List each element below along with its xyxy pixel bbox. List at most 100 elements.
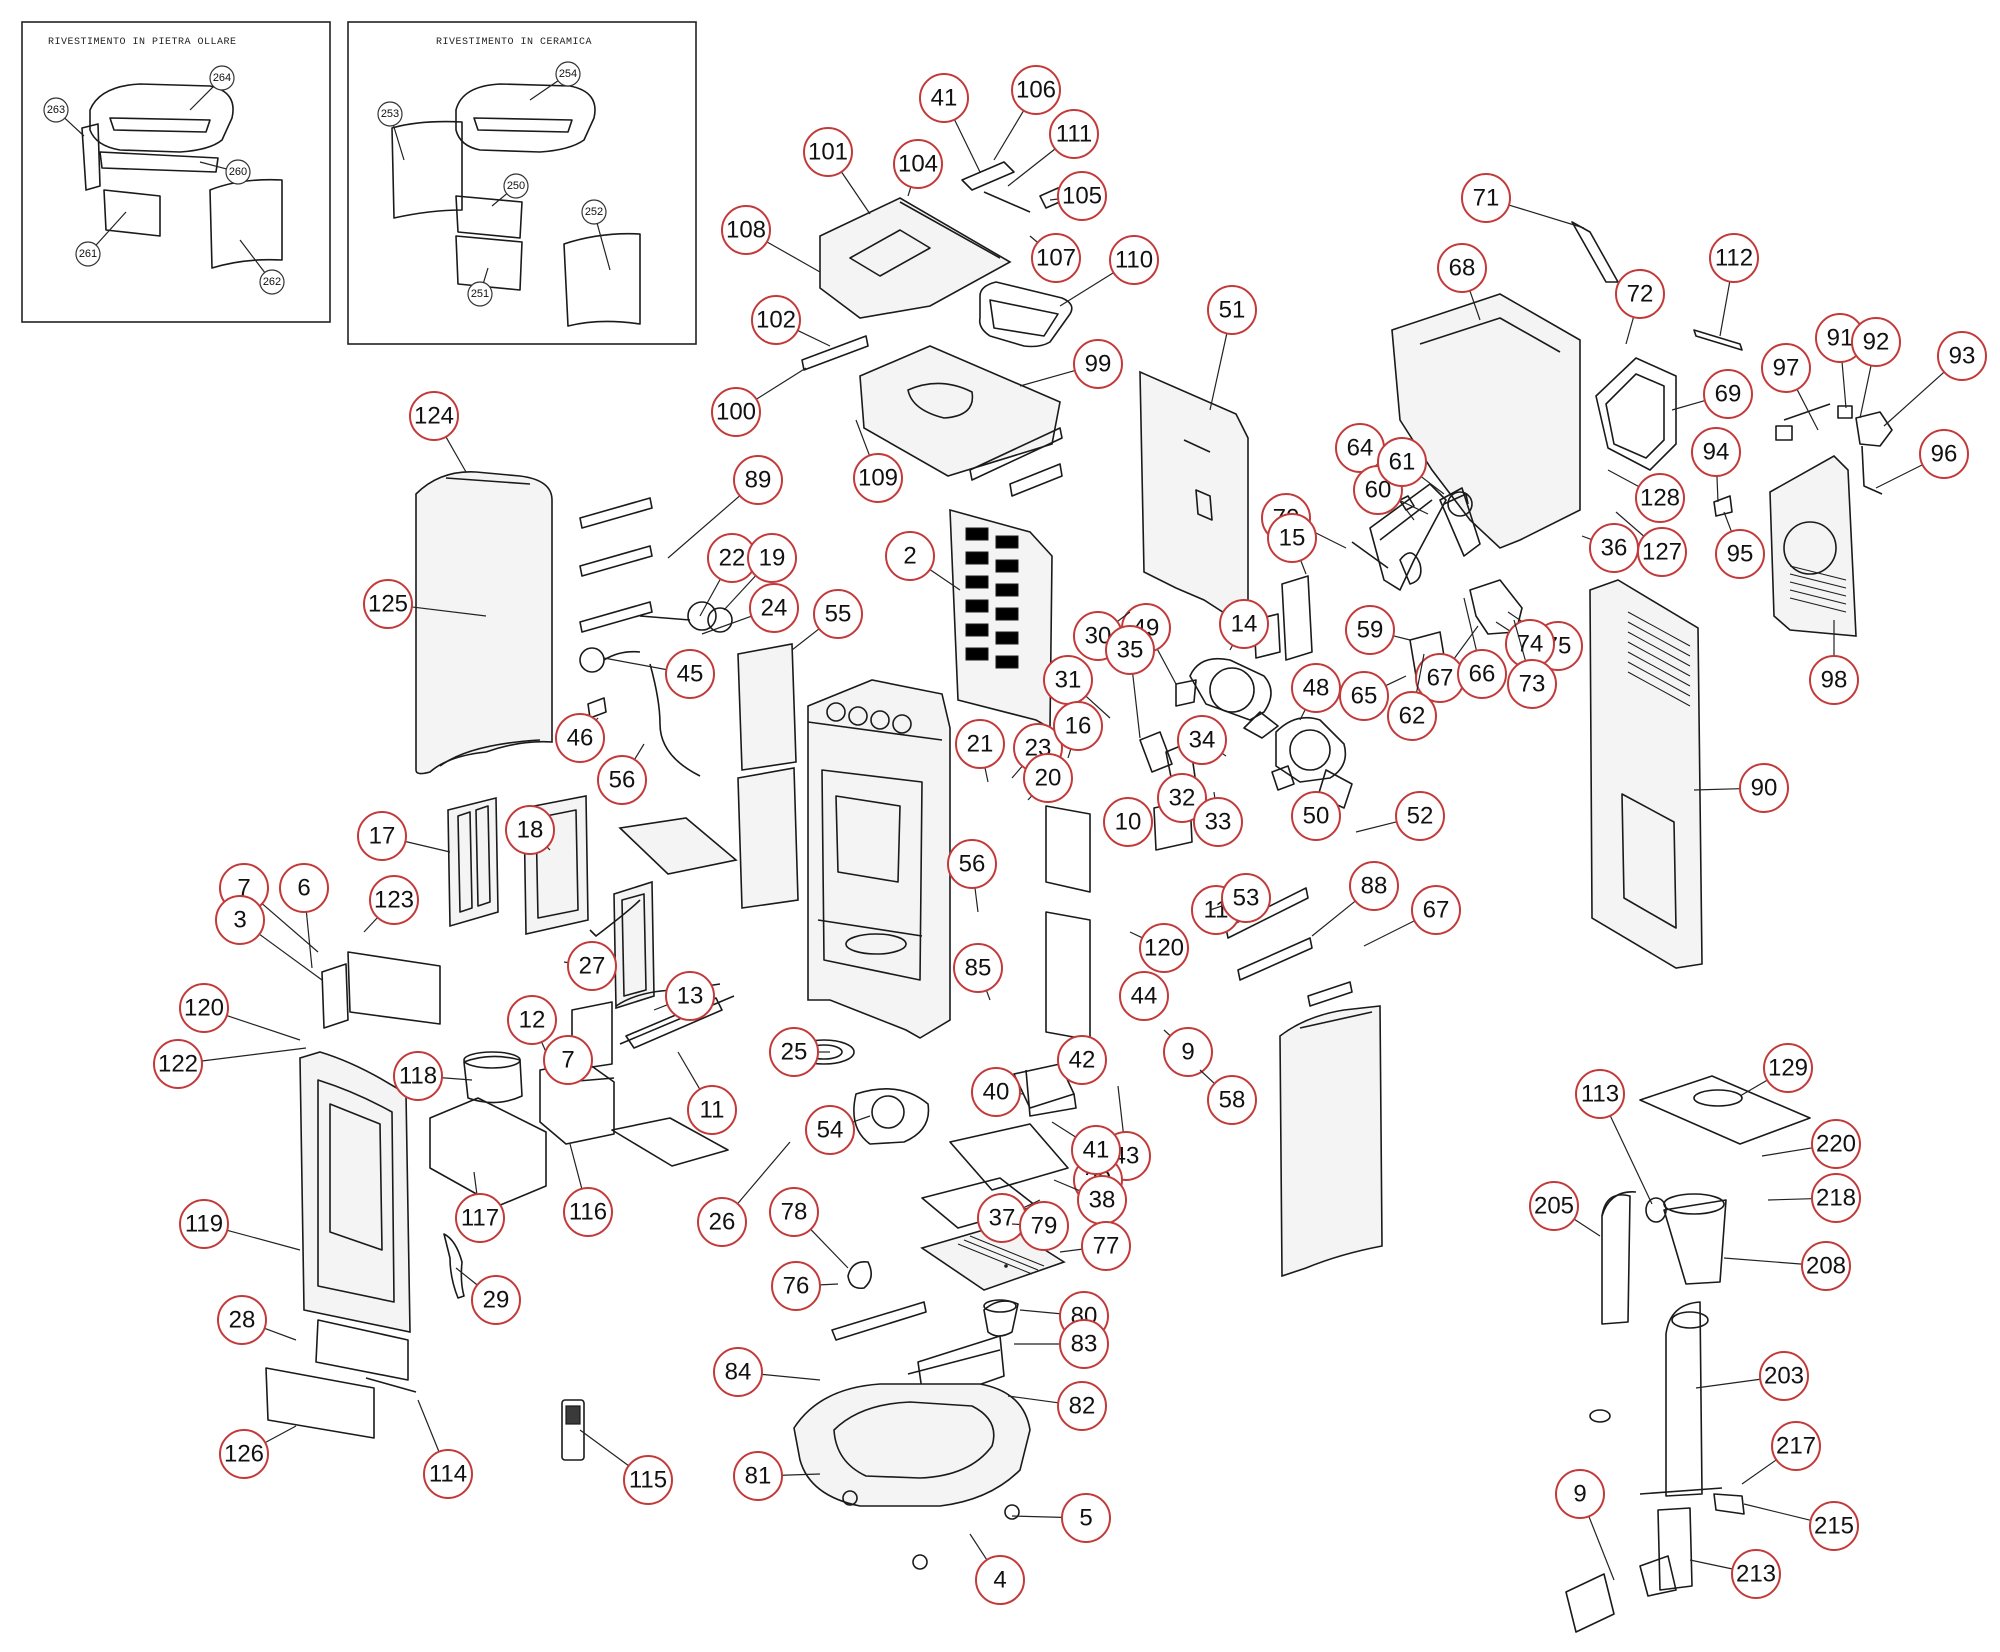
callout-number: 54 [817,1117,844,1144]
callout-36: 36 [1581,523,1639,573]
callout-number: 65 [1351,683,1378,710]
callout-32: 32 [1157,773,1207,823]
leader-line [1209,905,1224,911]
leader-line [259,933,323,981]
callout-67: 67 [1363,885,1461,947]
callout-number: 34 [1189,727,1216,754]
callout-83: 83 [1014,1319,1109,1369]
callout-circle [393,1051,443,1101]
leader-line [417,1399,440,1452]
callout-number: 45 [677,661,704,688]
callout-circle [1071,1125,1121,1175]
inset-callout-circle [581,199,607,225]
callout-circle [471,1275,521,1325]
leader-line [201,1047,307,1062]
callout-number: 112 [1715,245,1753,272]
callout-number: 56 [609,767,636,794]
callout-120: 120 [1129,923,1189,973]
leader-line [1588,1516,1615,1581]
inset-callout-254: 254 [529,61,581,101]
callout-circle [1387,691,1437,741]
callout-40: 40 [971,1067,1025,1117]
callout-circle [919,73,969,123]
callout-number: 56 [959,851,986,878]
callout-number: 109 [858,465,898,492]
leader-line [819,1283,839,1286]
leader-line [1007,1395,1059,1404]
callout-circle [1811,1173,1861,1223]
callout-58: 58 [1199,1069,1257,1125]
callout-circle [1119,971,1169,1021]
callout-101: 101 [803,127,871,215]
leader-line [1085,695,1111,719]
leader-line [1300,560,1307,575]
leader-line [264,1425,297,1444]
leader-line [1625,316,1635,345]
stove-body [807,508,1193,1041]
callout-circle [1919,429,1969,479]
leader-line [840,171,871,215]
callout-number: 69 [1715,381,1742,408]
leader-line [1581,535,1592,541]
callout-circle [769,1027,819,1077]
callout-circle [733,1451,783,1501]
callout-10: 10 [1103,797,1153,847]
leader-line [985,990,991,1001]
callout-125: 125 [363,579,487,629]
inset-leader-line [482,267,489,283]
callout-56: 56 [597,743,647,805]
callout-102: 102 [751,295,831,347]
callout-96: 96 [1875,429,1969,489]
side-panels [1139,221,1857,969]
callout-104: 104 [893,139,943,197]
callout-number: 42 [1069,1047,1096,1074]
leader-line [1011,765,1023,779]
inset-callout-number: 262 [263,276,281,288]
callout-number: 40 [983,1079,1010,1106]
callout-circle [369,875,419,925]
leader-line [1059,272,1114,307]
callout-112: 112 [1709,233,1759,337]
callout-number: 126 [224,1441,264,1468]
callout-circle [1023,753,1073,803]
callout-circle [1507,659,1557,709]
callout-number: 64 [1347,435,1374,462]
callout-number: 96 [1931,441,1958,468]
callout-2: 2 [885,531,961,591]
callout-number: 17 [369,823,396,850]
callout-circle [1349,861,1399,911]
callout-circle [623,1455,673,1505]
leader-line [1019,1309,1061,1315]
leader-line [1841,361,1847,409]
inset-callout-252: 252 [581,199,611,271]
callout-27: 27 [563,941,617,991]
callout-number: 120 [184,995,224,1022]
leader-line [1761,1147,1813,1157]
callout-number: 108 [726,217,766,244]
callout-number: 32 [1169,785,1196,812]
callout-118: 118 [393,1051,473,1101]
callout-number: 213 [1736,1561,1776,1588]
inset-callout-number: 260 [229,166,247,178]
callout-25: 25 [769,1027,830,1077]
callout-72: 72 [1615,269,1665,345]
callout-110: 110 [1059,235,1159,307]
callout-number: 25 [781,1039,808,1066]
callout-37: 37 [977,1193,1041,1243]
leader-line [445,436,467,473]
callout-circle [1053,701,1103,751]
callout-28: 28 [217,1295,297,1345]
inset-callout-number: 251 [471,288,489,300]
callout-number: 115 [629,1467,667,1494]
callout-number: 21 [967,731,994,758]
callout-number: 59 [1357,617,1384,644]
callout-circle [885,531,935,581]
inset-callout-number: 264 [213,72,231,84]
callout-22: 22 [699,533,757,617]
callout-number: 24 [761,595,788,622]
callout-circle [1703,369,1753,419]
inset-leader-line [392,125,405,161]
callout-number: 7 [561,1047,574,1074]
callout-45: 45 [603,649,715,699]
callout-circle [1411,885,1461,935]
